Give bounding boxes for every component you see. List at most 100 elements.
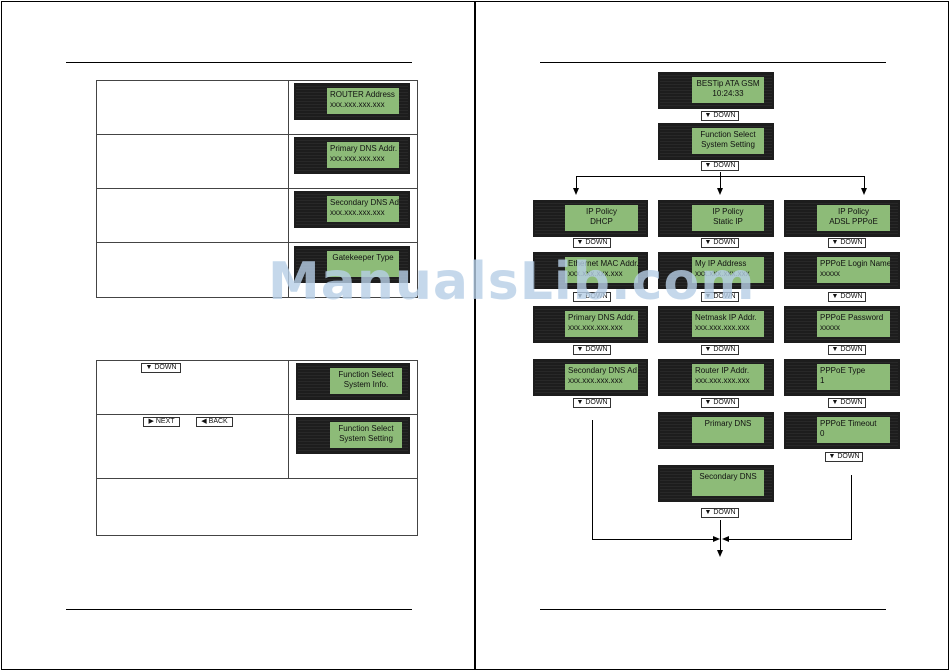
lcd-display: Router IP Addr. xxx.xxx.xxx.xxx: [658, 359, 774, 396]
down-key: ▼DOWN: [701, 345, 739, 355]
down-key: ▼DOWN: [701, 292, 739, 302]
lcd-line2: xxx.xxx.xxx.xxx: [695, 376, 750, 385]
lcd-line2: xxx.xxx.xxx.xxx: [330, 208, 385, 217]
lcd-display: BESTip ATA GSM 10:24:33: [658, 72, 774, 109]
down-key: ▼DOWN: [573, 238, 611, 248]
lcd-display: ROUTER Address xxx.xxx.xxx.xxx: [294, 83, 410, 120]
arrow-left-icon: [722, 536, 729, 542]
lcd-display: PPPoE Password xxxxx: [784, 306, 900, 343]
lcd-line2: xxxxx: [820, 269, 840, 278]
key-label: NEXT: [155, 418, 175, 425]
lcd-display: Primary DNS Addr. xxx.xxx.xxx.xxx: [533, 306, 648, 343]
left-page: ROUTER Address xxx.xxx.xxx.xxx Primary D…: [1, 1, 475, 670]
lcd-display: IP Policy DHCP: [533, 200, 648, 237]
lcd-display: Ethernet MAC Addr. xxx.xxx.xxx.xxx: [533, 252, 648, 289]
down-key: ▼DOWN: [573, 292, 611, 302]
lcd-display: Primary DNS Addr. xxx.xxx.xxx.xxx: [294, 137, 410, 174]
triangle-left-icon: ◀: [201, 418, 207, 425]
lcd-line2: xxx.xxx.xxx.xxx: [568, 269, 623, 278]
connector-line: [720, 520, 721, 550]
back-key: ◀BACK: [196, 417, 233, 427]
down-key: ▼DOWN: [701, 111, 739, 121]
triangle-down-icon: ▼: [831, 293, 839, 300]
key-label: DOWN: [837, 453, 860, 460]
header-rule: [66, 62, 412, 63]
triangle-down-icon: ▼: [704, 509, 712, 516]
lcd-line2: 10:24:33: [712, 89, 744, 98]
lcd-display: PPPoE Login Name xxxxx: [784, 252, 900, 289]
lcd-display: Secondary DNS Ad xxx.xxx.xxx.xxx: [294, 191, 410, 228]
lcd-line1: Router IP Addr.: [695, 366, 750, 375]
lcd-line1: Secondary DNS Ad: [568, 366, 637, 375]
key-label: DOWN: [713, 293, 736, 300]
arrow-down-icon: [573, 188, 579, 195]
key-label: DOWN: [585, 346, 608, 353]
down-key: ▼DOWN: [828, 345, 866, 355]
lcd-line2: xxx.xxx.xxx.xxx: [695, 323, 750, 332]
lcd-line1: Primary DNS: [704, 419, 752, 428]
lcd-line1: PPPoE Type: [820, 366, 866, 375]
connector-line: [592, 420, 593, 540]
triangle-down-icon: ▼: [704, 162, 712, 169]
down-key: ▼DOWN: [701, 398, 739, 408]
lcd-line2: System Setting: [701, 140, 755, 149]
connector-line: [720, 176, 721, 188]
lcd-line1: Function Select: [338, 424, 394, 433]
lcd-display: PPPoE Type 1: [784, 359, 900, 396]
key-label: DOWN: [713, 346, 736, 353]
arrow-down-icon: [717, 188, 723, 195]
lcd-display: Function Select System Setting: [296, 417, 410, 454]
table-row: [96, 478, 418, 536]
lcd-line1: Primary DNS Addr.: [330, 144, 398, 153]
lcd-display: Secondary DNS Ad xxx.xxx.xxx.xxx: [533, 359, 648, 396]
key-label: DOWN: [840, 293, 863, 300]
triangle-down-icon: ▼: [704, 346, 712, 353]
key-label: DOWN: [585, 293, 608, 300]
connector-line: [720, 172, 721, 177]
triangle-down-icon: ▼: [831, 346, 839, 353]
down-key: ▼DOWN: [825, 452, 863, 462]
lcd-line1: Primary DNS Addr.: [568, 313, 636, 322]
arrow-down-icon: [717, 550, 723, 557]
lcd-display: IP Policy ADSL PPPoE: [784, 200, 900, 237]
triangle-down-icon: ▼: [576, 239, 584, 246]
lcd-line2: 0: [820, 429, 825, 438]
key-label: DOWN: [154, 364, 177, 371]
triangle-down-icon: ▼: [704, 112, 712, 119]
lcd-line2: 1: [820, 376, 825, 385]
footer-rule: [66, 609, 412, 610]
arrow-right-icon: [713, 536, 720, 542]
lcd-line1: IP Policy: [586, 207, 617, 216]
lcd-line2: xxx.xxx.xxx.xxx: [568, 376, 623, 385]
key-label: DOWN: [713, 399, 736, 406]
down-key: ▼DOWN: [701, 238, 739, 248]
arrow-down-icon: [861, 188, 867, 195]
lcd-line2: Static IP: [713, 217, 743, 226]
triangle-down-icon: ▼: [704, 399, 712, 406]
lcd-line1: Secondary DNS Ad: [330, 198, 399, 207]
lcd-display: Function Select System Setting: [658, 123, 774, 160]
lcd-line1: BESTip ATA GSM: [696, 79, 760, 88]
lcd-line1: Ethernet MAC Addr.: [568, 259, 638, 268]
lcd-line1: PPPoE Timeout: [820, 419, 877, 428]
lcd-display: My IP Address xxx.xxx.xxx.xxx: [658, 252, 774, 289]
key-label: DOWN: [585, 239, 608, 246]
lcd-line1: Function Select: [700, 130, 756, 139]
connector-line: [864, 176, 865, 188]
lcd-line1: IP Policy: [838, 207, 869, 216]
down-key: ▼DOWN: [828, 292, 866, 302]
triangle-right-icon: ▶: [148, 418, 154, 425]
connector-line: [592, 539, 714, 540]
lcd-display: PPPoE Timeout 0: [784, 412, 900, 449]
lcd-line1: Function Select: [338, 370, 394, 379]
triangle-down-icon: ▼: [828, 453, 836, 460]
triangle-down-icon: ▼: [831, 239, 839, 246]
column-divider: [288, 80, 289, 298]
down-key: ▼DOWN: [828, 398, 866, 408]
lcd-line2: xxx.xxx.xxx.xxx: [330, 100, 385, 109]
key-label: DOWN: [840, 239, 863, 246]
key-label: DOWN: [585, 399, 608, 406]
lcd-line2: xxx.xxx.xxx.xxx: [330, 154, 385, 163]
triangle-down-icon: ▼: [704, 239, 712, 246]
lcd-line2: DHCP: [590, 217, 613, 226]
